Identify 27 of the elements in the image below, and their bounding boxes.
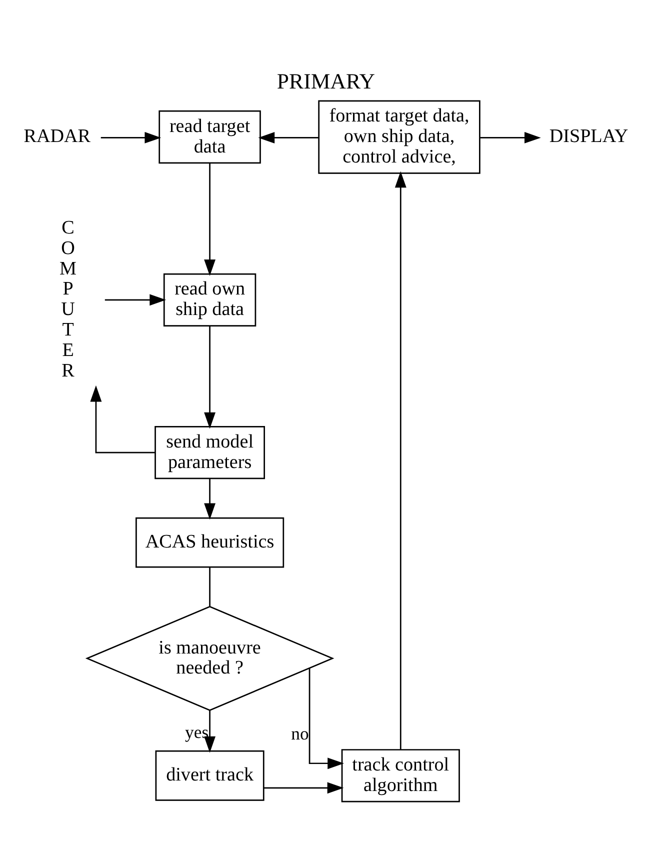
node-text: DISPLAY (549, 126, 628, 148)
arrow (258, 132, 318, 144)
connector (209, 567, 210, 606)
node-box: format target data, own ship data, control advice, (318, 100, 480, 174)
arrow (308, 668, 344, 770)
arrow (264, 782, 344, 794)
node-box: send model parameters (154, 426, 265, 480)
arrow (90, 385, 155, 454)
edge-label: no (291, 723, 309, 744)
node-box: read target data (158, 110, 261, 164)
node-box: ACAS heuristics (136, 517, 284, 568)
arrow (104, 294, 166, 306)
arrow (204, 710, 216, 753)
arrow (204, 326, 216, 429)
node-box: read own ship data (163, 273, 256, 326)
node-text: COMPUTER (60, 217, 77, 382)
node-text: RADAR (24, 126, 91, 148)
edge-label: yes (185, 722, 209, 742)
diagram-title: PRIMARY (276, 69, 376, 94)
arrow (204, 478, 216, 520)
arrow (480, 132, 541, 144)
arrow (204, 163, 216, 276)
arrow (394, 171, 406, 750)
node-box: divert track (155, 750, 264, 801)
arrow (100, 132, 162, 144)
node-diamond: is manoeuvre needed ? (85, 606, 334, 711)
node-box: track control algorithm (341, 749, 460, 802)
